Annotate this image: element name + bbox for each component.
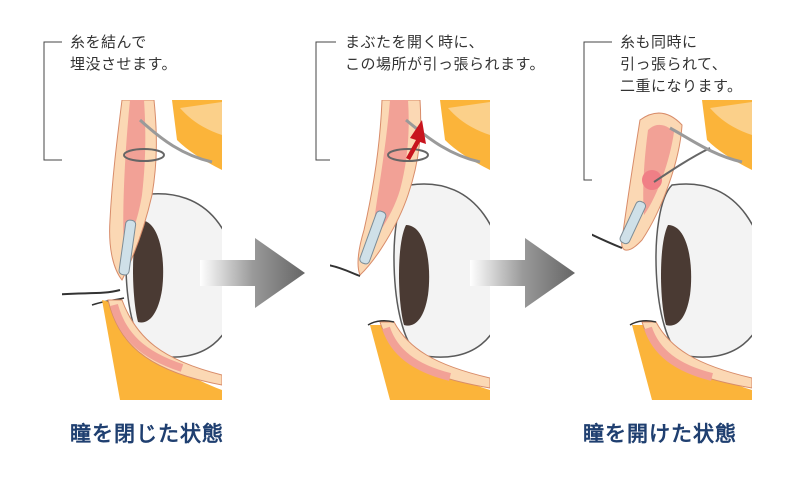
suture-thread: [653, 147, 711, 183]
iris: [661, 225, 692, 326]
pull-arrow: [406, 120, 426, 160]
note-step1-line2: 埋没させます。: [70, 55, 178, 73]
upper-lashes: [330, 264, 361, 277]
note-step1-line1: 糸を結んで: [70, 33, 147, 51]
flow-arrow-2: [470, 238, 575, 308]
caption-eye-open: 瞳を開けた状態: [583, 422, 737, 446]
note-step1: 糸を結んで 埋没させます。: [70, 31, 177, 75]
note-step3: 糸も同時に 引っ張られて、 二重になります。: [620, 31, 743, 97]
iris: [133, 220, 164, 323]
upper-lashes: [62, 289, 121, 296]
eyelid-diagram-closed: [62, 100, 222, 400]
note-step3-line1: 糸も同時に: [620, 33, 698, 51]
note-step2-line2: この場所が引っ張られます。: [345, 55, 546, 73]
iris: [399, 225, 430, 326]
note-step3-line3: 二重になります。: [620, 77, 743, 95]
eyelid-diagram-open: [592, 100, 752, 400]
suture-thread: [387, 148, 429, 162]
note-step2: まぶたを開く時に、 この場所が引っ張られます。: [345, 31, 545, 75]
note-step3-line2: 引っ張られて、: [620, 55, 728, 73]
note-step2-line1: まぶたを開く時に、: [345, 33, 485, 51]
suture-thread: [123, 148, 165, 162]
eyelid-diagram-opening: [330, 100, 490, 400]
flow-arrow-1: [200, 238, 305, 308]
upper-lashes: [592, 233, 623, 249]
caption-eye-closed: 瞳を閉じた状態: [70, 422, 224, 446]
